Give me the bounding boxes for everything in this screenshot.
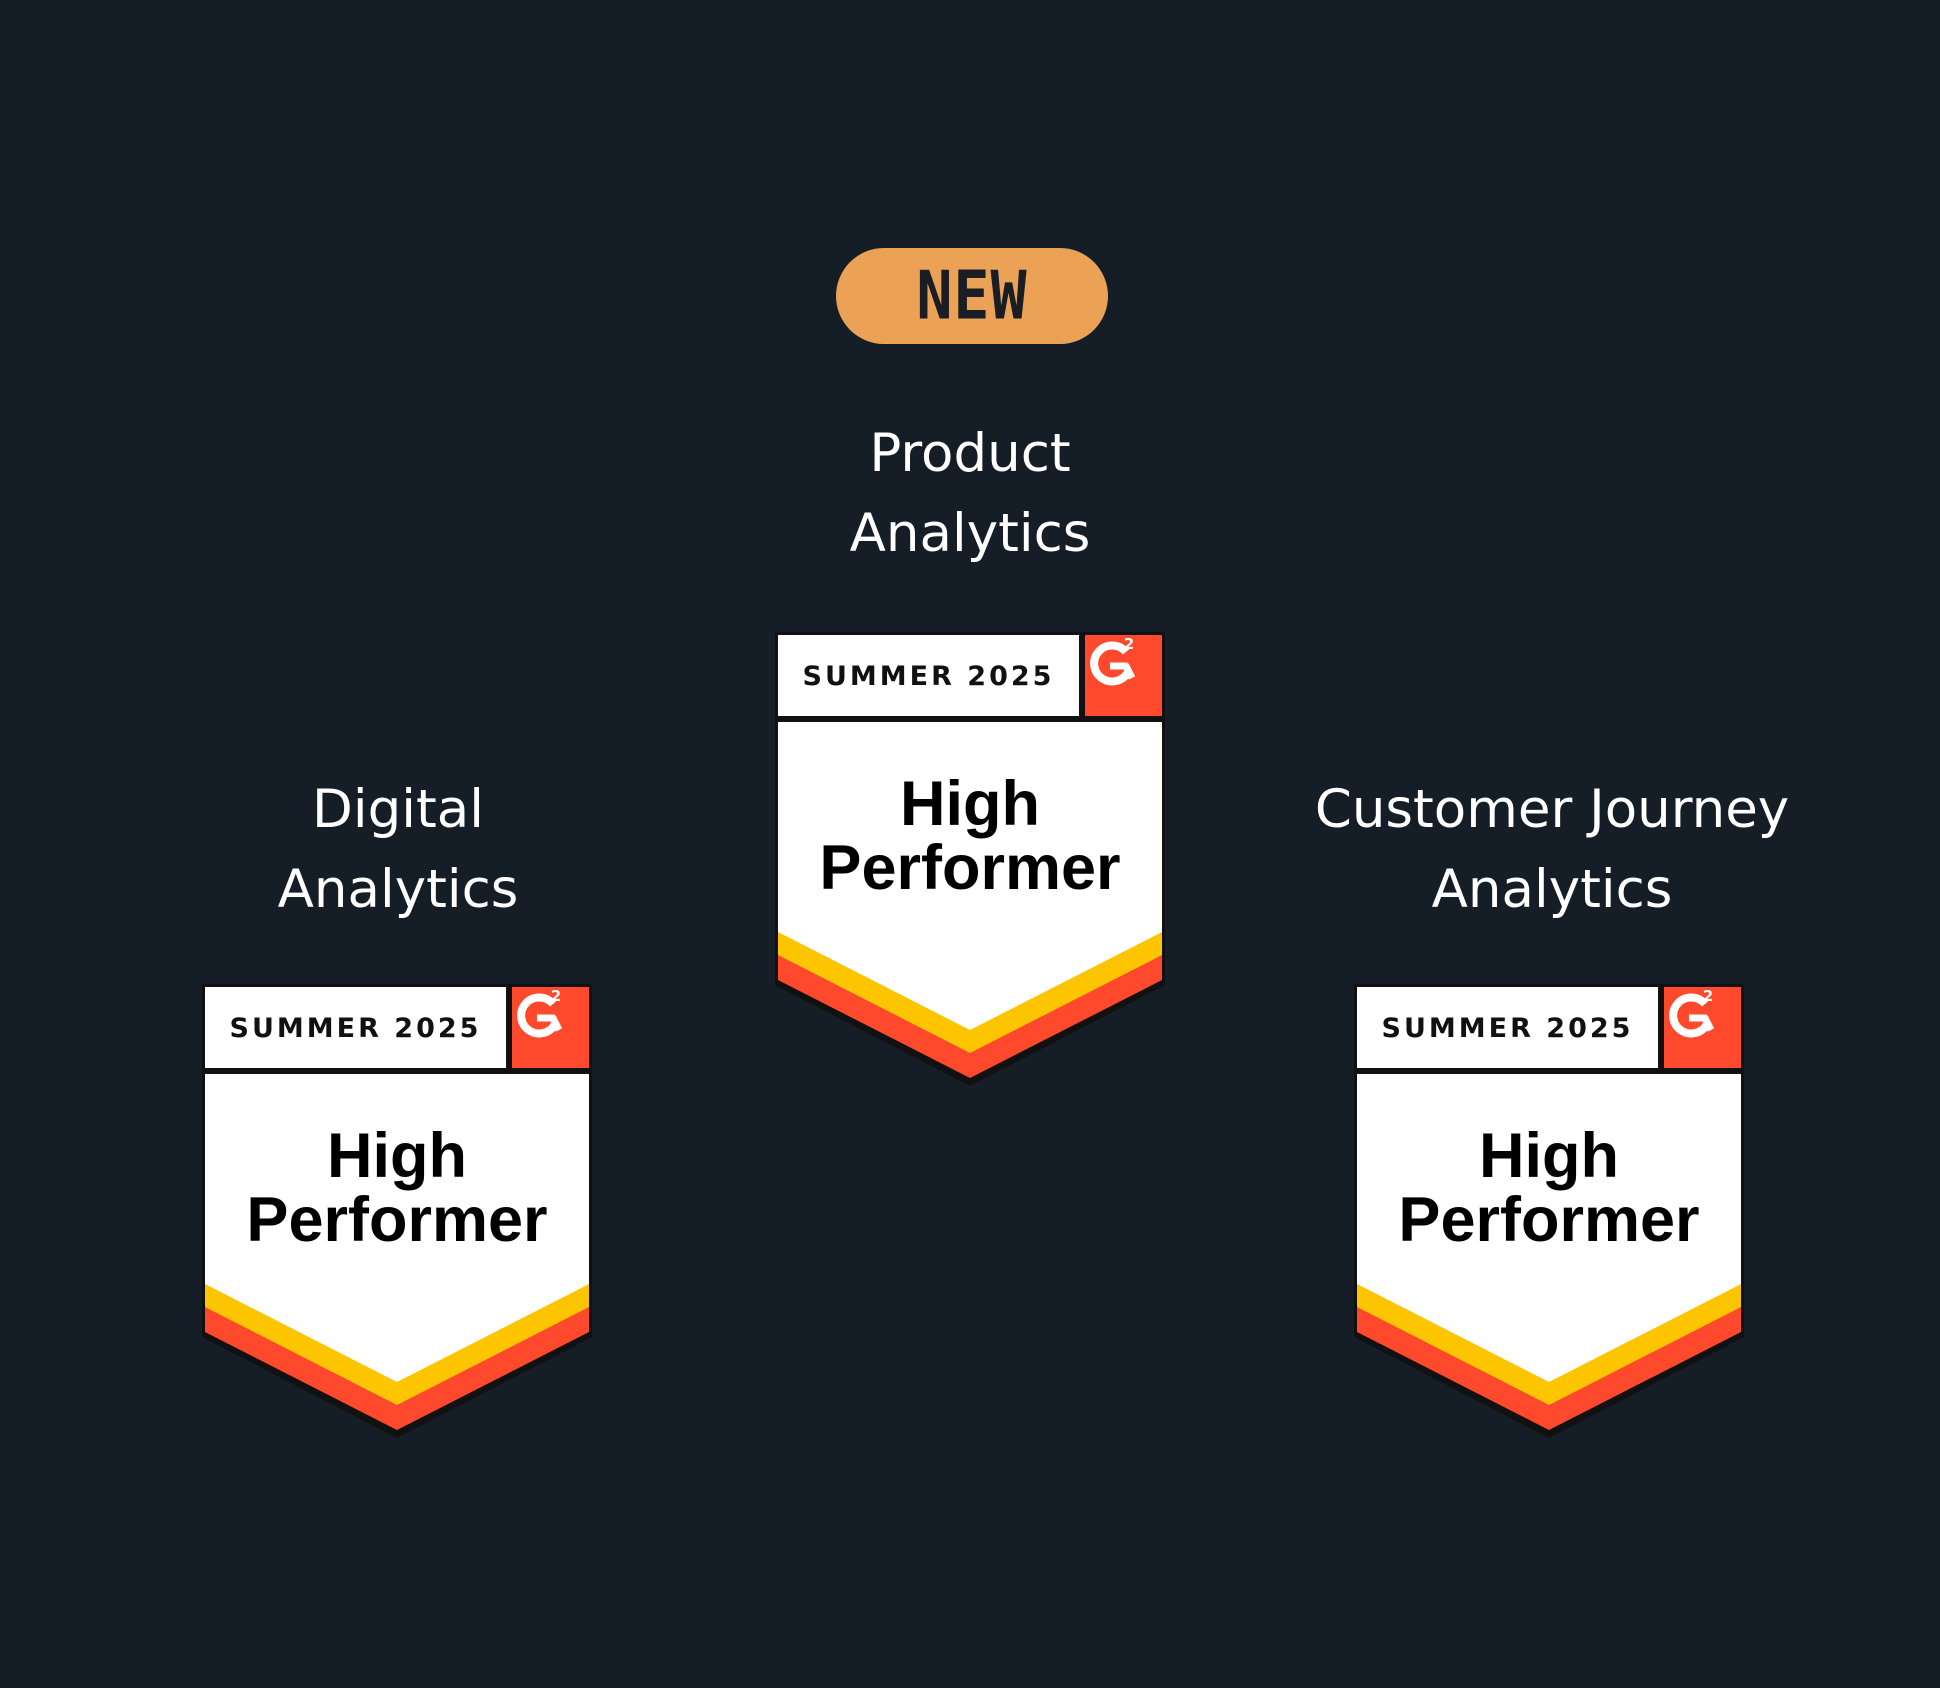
new-pill: NEW (836, 248, 1108, 344)
badge-season: SUMMER 2025 (802, 660, 1055, 692)
svg-text:2: 2 (551, 987, 561, 1005)
svg-text:2: 2 (1703, 987, 1713, 1005)
badge-title: High Performer (246, 1121, 548, 1255)
badge-title: High Performer (1398, 1121, 1700, 1255)
category-label-product-analytics: Product Analytics (849, 423, 1091, 564)
badge-shield-shape (775, 632, 1165, 1086)
svg-text:2: 2 (1124, 635, 1134, 653)
badge-shield-shape (1354, 984, 1744, 1438)
g2-logo-icon: 2 (511, 986, 590, 1070)
g2-logo-icon: 2 (1663, 986, 1742, 1070)
new-label: NEW (916, 256, 1028, 336)
g2-logo-icon: 2 (1084, 634, 1163, 718)
award-badge-product-analytics: SUMMER 2025 2 High Performer (773, 630, 1167, 1088)
badge-title: High Performer (819, 769, 1121, 903)
award-badge-customer-journey-analytics: SUMMER 2025 2 High Performer (1352, 982, 1746, 1440)
badge-shield-shape (202, 984, 592, 1438)
badge-season: SUMMER 2025 (229, 1012, 482, 1044)
category-label-digital-analytics: Digital Analytics (277, 779, 519, 920)
category-label-customer-journey-analytics: Customer Journey Analytics (1314, 779, 1790, 920)
badge-season: SUMMER 2025 (1381, 1012, 1634, 1044)
award-badge-digital-analytics: SUMMER 2025 2 High Performer (200, 982, 594, 1440)
